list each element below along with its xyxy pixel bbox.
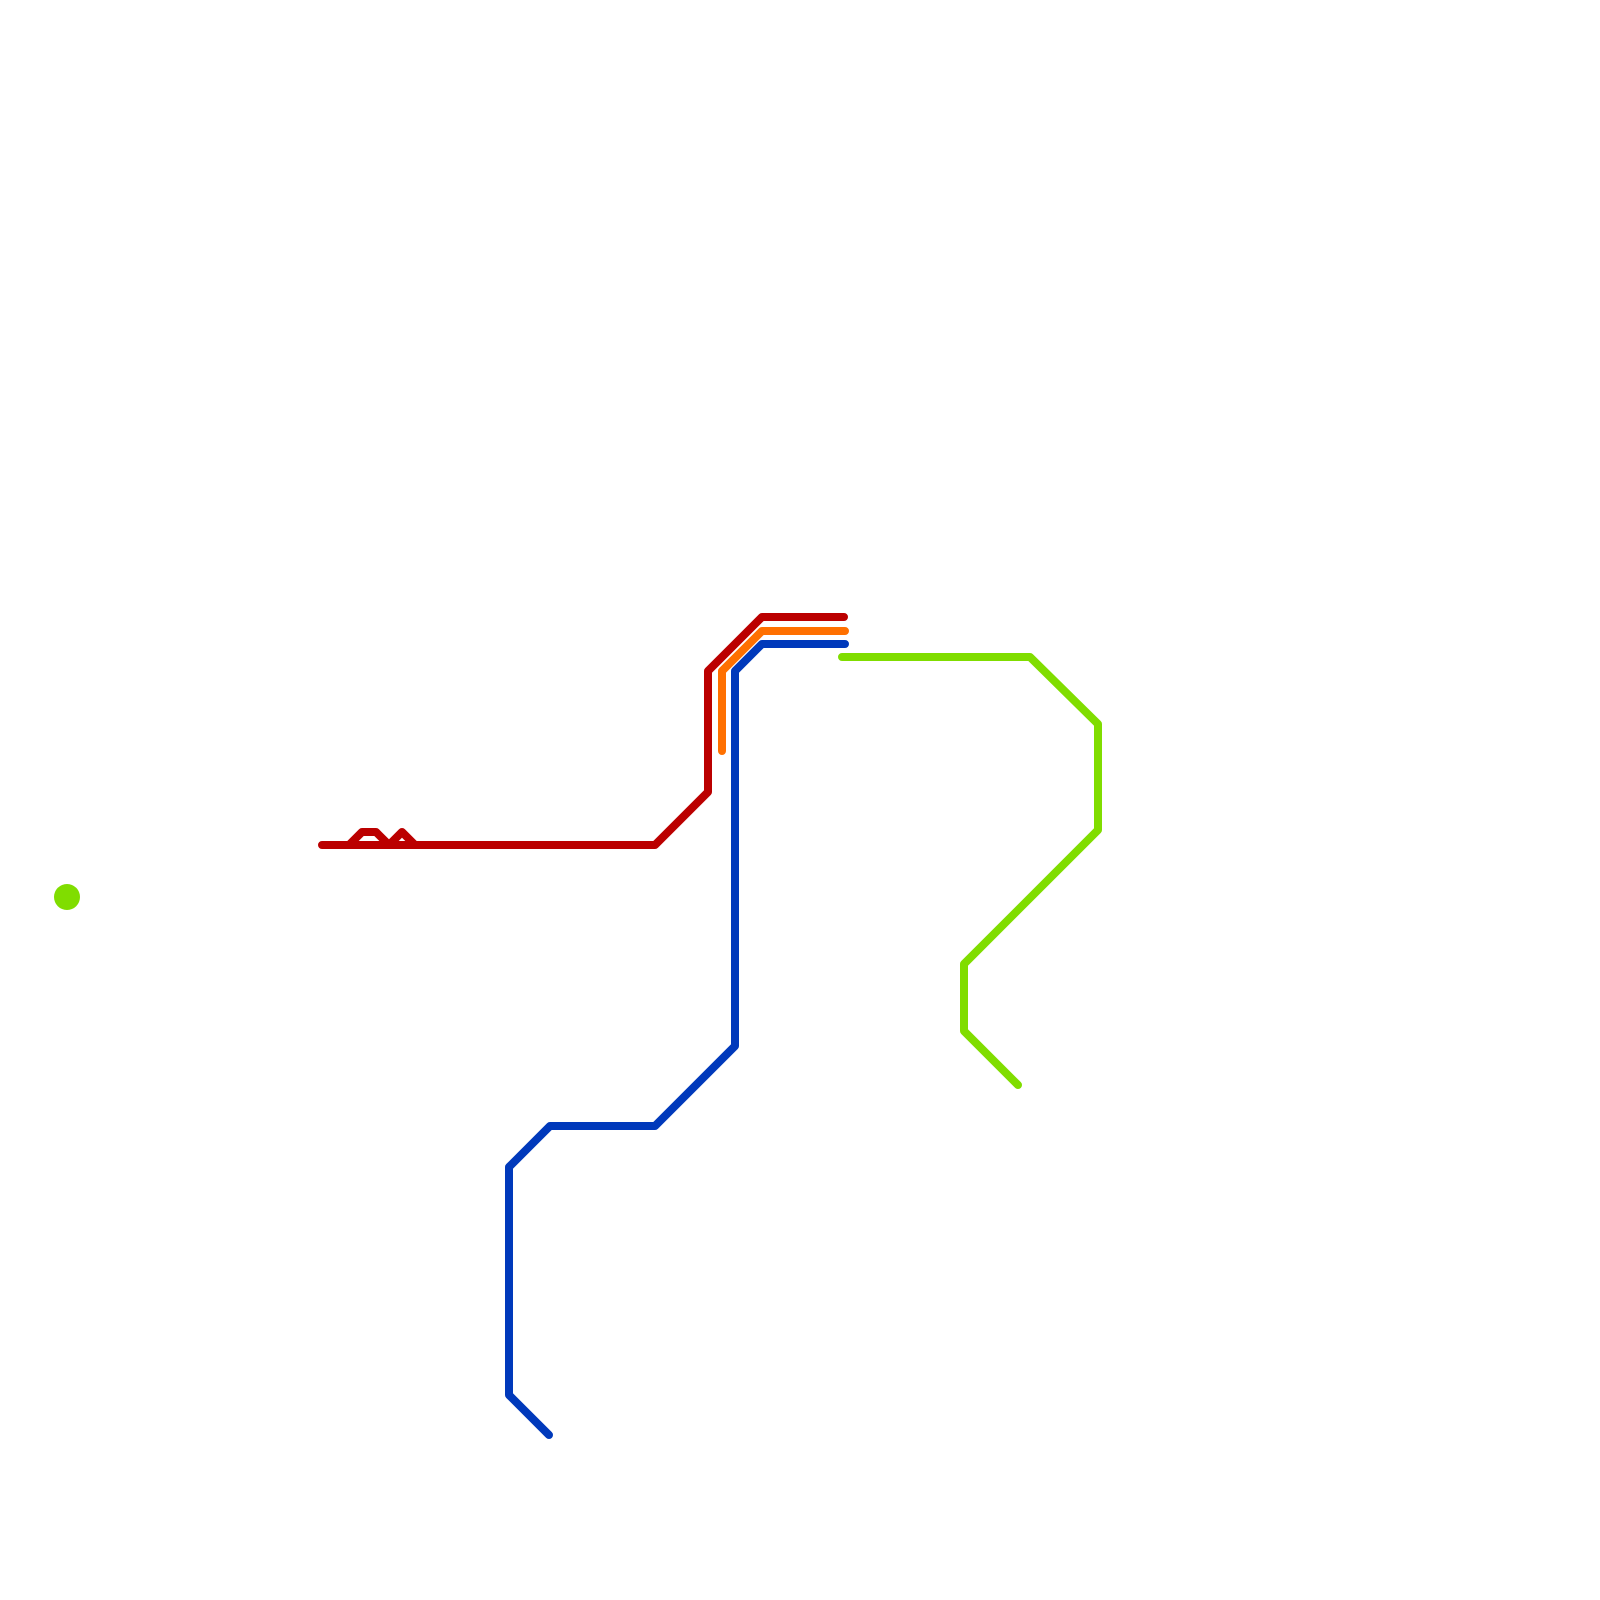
blue-line [505, 640, 849, 1439]
green-line-path [838, 653, 1102, 1089]
blue-line-path [505, 640, 849, 1439]
orange-line [718, 627, 849, 755]
green-station-dot [54, 884, 80, 910]
red-line-spur-1 [345, 828, 393, 849]
red-line [318, 613, 848, 849]
green-line [838, 653, 1102, 1089]
red-line-spur-2 [385, 828, 419, 849]
orange-line-path [718, 627, 849, 755]
red-line-path [318, 613, 848, 849]
